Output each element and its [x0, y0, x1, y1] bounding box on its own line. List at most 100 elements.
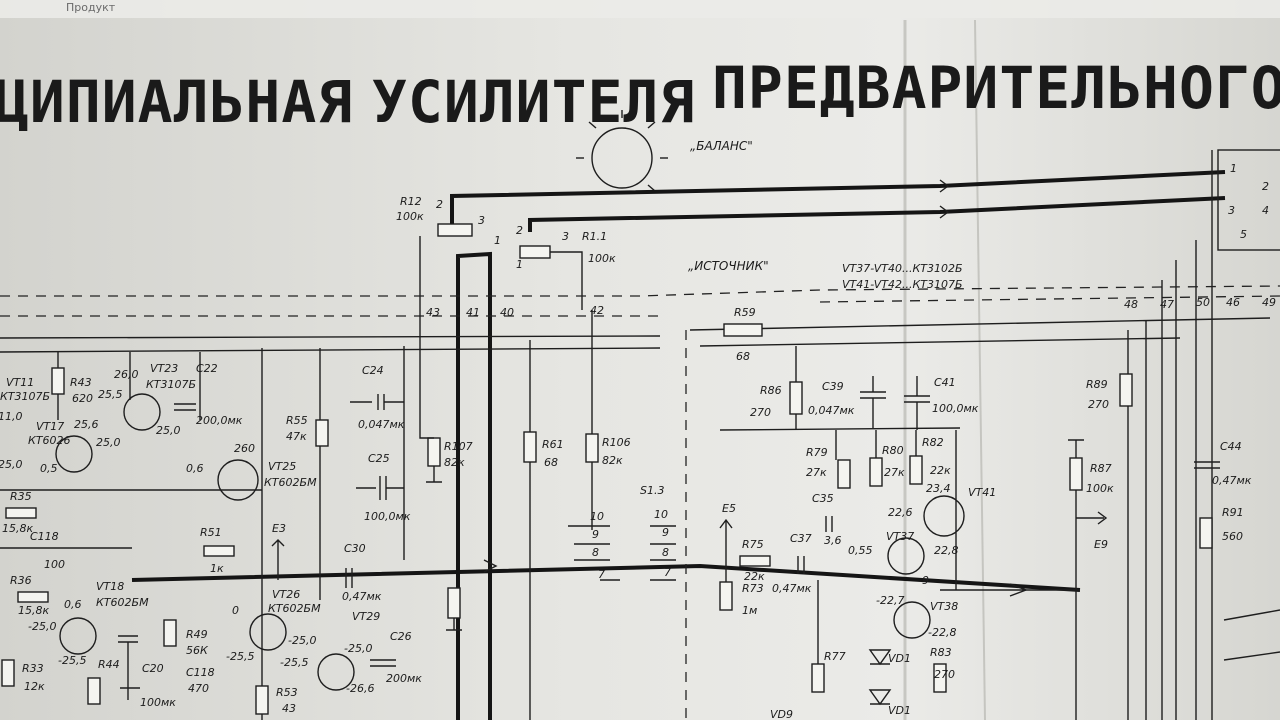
- page-fold: [974, 19, 986, 720]
- svg-text:100: 100: [44, 558, 65, 571]
- r11-name: R1.1: [582, 230, 607, 243]
- svg-text:КТ3107Б: КТ3107Б: [0, 390, 50, 403]
- svg-text:620: 620: [72, 392, 93, 405]
- svg-text:R79: R79: [806, 446, 828, 459]
- svg-text:R55: R55: [286, 414, 308, 427]
- svg-text:R73: R73: [742, 582, 764, 595]
- title-part-1: ЦИПИАЛЬНАЯ: [0, 68, 353, 136]
- svg-text:R35: R35: [10, 490, 32, 503]
- svg-text:VT29: VT29: [352, 610, 380, 623]
- pin-number: 47: [1160, 298, 1174, 311]
- svg-text:15,8к: 15,8к: [2, 522, 33, 535]
- svg-text:23,4: 23,4: [926, 482, 951, 495]
- svg-text:200мк: 200мк: [386, 672, 422, 685]
- wire-bundle: [1127, 150, 1280, 720]
- svg-text:7: 7: [598, 568, 605, 581]
- svg-text:0,55: 0,55: [848, 544, 873, 557]
- svg-text:R36: R36: [10, 574, 32, 587]
- svg-text:470: 470: [188, 682, 209, 695]
- svg-text:8: 8: [592, 546, 599, 559]
- svg-text:-25,0: -25,0: [28, 620, 56, 633]
- arrow-icon: [1009, 583, 1028, 597]
- svg-text:100мк: 100мк: [140, 696, 176, 709]
- svg-text:25,5: 25,5: [98, 388, 123, 401]
- svg-text:0,6: 0,6: [64, 598, 82, 611]
- svg-text:C20: C20: [142, 662, 164, 675]
- pin-number: 43: [426, 306, 440, 319]
- svg-text:270: 270: [934, 668, 955, 681]
- svg-text:100,0мк: 100,0мк: [364, 510, 411, 523]
- svg-text:260: 260: [234, 442, 255, 455]
- svg-text:C39: C39: [822, 380, 844, 393]
- pin-number: 42: [590, 304, 604, 317]
- supply-rail: [719, 427, 961, 431]
- r59-name: R59: [734, 306, 756, 319]
- svg-text:0,47мк: 0,47мк: [1212, 474, 1252, 487]
- svg-text:C30: C30: [344, 542, 366, 555]
- pin-number: 49: [1262, 296, 1276, 309]
- svg-text:4: 4: [1262, 204, 1269, 217]
- svg-text:КТ3107Б: КТ3107Б: [146, 378, 196, 391]
- svg-text:26,0: 26,0: [114, 368, 139, 381]
- svg-text:1м: 1м: [742, 604, 757, 617]
- switch-s13: S1.3 10 9 8 7 10 9 8 7: [568, 484, 676, 581]
- svg-text:R91: R91: [1222, 506, 1244, 519]
- title-part-3: ПРЕДВАРИТЕЛЬНОГО: [712, 54, 1280, 122]
- svg-text:КТ602БМ: КТ602БМ: [264, 476, 317, 489]
- svg-text:25,6: 25,6: [74, 418, 99, 431]
- svg-text:E3: E3: [272, 522, 286, 535]
- top-bar: [0, 0, 1280, 18]
- svg-text:27к: 27к: [806, 466, 827, 479]
- r12-value: 100к: [396, 210, 424, 223]
- svg-text:0,6: 0,6: [186, 462, 204, 475]
- svg-text:12к: 12к: [24, 680, 45, 693]
- menu-item-product[interactable]: Продукт: [66, 1, 116, 14]
- svg-text:C118: C118: [186, 666, 215, 679]
- svg-text:3: 3: [1228, 204, 1235, 217]
- supply-rail: [689, 317, 1271, 331]
- dashed-harness: [819, 295, 1280, 303]
- svg-text:22к: 22к: [744, 570, 765, 583]
- svg-text:1: 1: [1230, 162, 1237, 175]
- pin-number: 48: [1124, 298, 1138, 311]
- supply-rail: [699, 337, 1181, 347]
- svg-text:C35: C35: [812, 492, 834, 505]
- svg-text:560: 560: [1222, 530, 1243, 543]
- transistor-note-2: VT41-VT42...КТ3107Б: [842, 278, 963, 291]
- svg-text:R43: R43: [70, 376, 92, 389]
- pot-pin: 1: [494, 234, 501, 247]
- signal-bus: [131, 563, 1081, 592]
- svg-text:47к: 47к: [286, 430, 307, 443]
- svg-text:C41: C41: [934, 376, 956, 389]
- connector-pins: 1 2 3 4 5: [1228, 162, 1269, 241]
- svg-text:9: 9: [922, 574, 929, 587]
- svg-text:25,0: 25,0: [0, 458, 23, 471]
- svg-text:22,8: 22,8: [934, 544, 959, 557]
- svg-text:R87: R87: [1090, 462, 1112, 475]
- bus-line: [450, 170, 1226, 228]
- svg-text:C118: C118: [30, 530, 59, 543]
- svg-text:270: 270: [750, 406, 771, 419]
- svg-text:VT11: VT11: [6, 376, 34, 389]
- svg-text:C44: C44: [1220, 440, 1242, 453]
- balance-knob-icon: [591, 127, 653, 189]
- svg-text:0,47мк: 0,47мк: [772, 582, 812, 595]
- svg-text:270: 270: [1088, 398, 1109, 411]
- svg-text:R83: R83: [930, 646, 952, 659]
- svg-text:C24: C24: [362, 364, 384, 377]
- diode-icon: [868, 649, 892, 666]
- svg-text:-25,0: -25,0: [344, 642, 372, 655]
- svg-text:11,0: 11,0: [0, 410, 23, 423]
- pot-pin: 3: [478, 214, 485, 227]
- right-section: E5 R75 22к C37 0,47мк R73 1м R86 270 C39…: [483, 179, 1252, 720]
- supply-rail: [0, 335, 661, 339]
- svg-text:100к: 100к: [1086, 482, 1114, 495]
- svg-text:9: 9: [592, 528, 599, 541]
- svg-text:-25,5: -25,5: [280, 656, 308, 669]
- svg-text:-22,8: -22,8: [928, 626, 956, 639]
- svg-text:КТ602БМ: КТ602БМ: [96, 596, 149, 609]
- svg-text:9: 9: [662, 526, 669, 539]
- svg-text:C26: C26: [390, 630, 412, 643]
- svg-text:2: 2: [1262, 180, 1269, 193]
